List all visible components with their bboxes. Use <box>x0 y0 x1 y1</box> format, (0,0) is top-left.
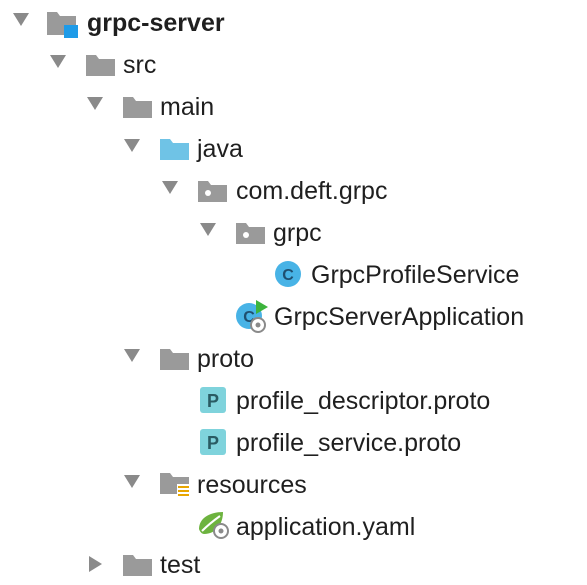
tree-item-application-yaml[interactable]: application.yaml <box>236 513 416 541</box>
expand-arrow-icon[interactable] <box>124 139 140 152</box>
proto-file-icon: P <box>200 429 226 455</box>
tree-item-root[interactable]: grpc-server <box>87 9 225 37</box>
expand-arrow-icon[interactable] <box>13 13 29 26</box>
module-folder-icon <box>47 12 78 38</box>
tree-item-proto[interactable]: proto <box>197 345 254 373</box>
expand-arrow-icon[interactable] <box>50 55 66 68</box>
resources-folder-icon <box>160 473 190 499</box>
tree-item-src[interactable]: src <box>123 51 157 79</box>
tree-item-profile-service[interactable]: GrpcProfileService <box>311 261 520 289</box>
proto-file-icon: P <box>200 387 226 413</box>
folder-icon <box>123 555 152 576</box>
folder-icon <box>86 55 115 76</box>
tree-item-main[interactable]: main <box>160 93 215 121</box>
proto-letter: P <box>207 391 219 411</box>
source-folder-icon <box>160 139 189 160</box>
tree-item-java[interactable]: java <box>197 135 243 163</box>
tree-item-package[interactable]: com.deft.grpc <box>236 177 388 205</box>
spring-boot-class-icon: C <box>236 300 268 333</box>
tree-item-service-proto[interactable]: profile_service.proto <box>236 429 462 457</box>
package-icon <box>236 223 265 244</box>
expand-arrow-icon[interactable] <box>87 97 103 110</box>
tree-item-subpackage[interactable]: grpc <box>273 219 322 247</box>
class-letter: C <box>282 267 294 284</box>
expand-arrow-icon[interactable] <box>162 181 178 194</box>
tree-item-resources[interactable]: resources <box>197 471 307 499</box>
tree-item-server-application[interactable]: GrpcServerApplication <box>274 303 525 331</box>
tree-item-test[interactable]: test <box>160 551 201 579</box>
folder-icon <box>160 349 189 370</box>
tree-item-descriptor-proto[interactable]: profile_descriptor.proto <box>236 387 491 415</box>
folder-icon <box>123 97 152 118</box>
class-icon: C <box>275 261 301 287</box>
package-icon <box>198 181 227 202</box>
expand-arrow-icon[interactable] <box>200 223 216 236</box>
collapse-arrow-icon[interactable] <box>89 556 102 572</box>
expand-arrow-icon[interactable] <box>124 349 140 362</box>
spring-config-icon <box>199 512 229 539</box>
proto-letter: P <box>207 433 219 453</box>
expand-arrow-icon[interactable] <box>124 475 140 488</box>
